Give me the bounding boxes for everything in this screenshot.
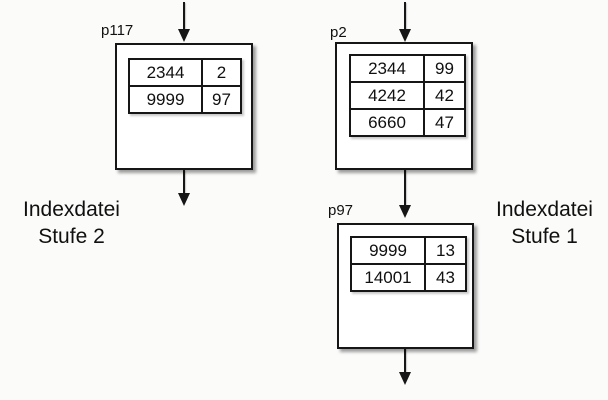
table-cell-pointer: 42 (425, 83, 464, 110)
arrow-into-p2-line (404, 2, 406, 29)
node-label-p2: p2 (330, 24, 347, 41)
arrow-down-icon (399, 372, 411, 385)
table-cell-pointer: 47 (435, 112, 454, 132)
arrow-down-icon (399, 29, 411, 42)
caption-stufe-1: Indexdatei Stufe 1 (484, 196, 605, 250)
table-cell-key: 9999 (352, 238, 426, 265)
index-node-p2: 2344 99 4242 42 6660 47 (335, 42, 473, 170)
key-pointer-table-p2: 2344 99 4242 42 6660 47 (349, 54, 466, 137)
index-node-p117: 2344 2 9999 97 (115, 43, 253, 170)
caption-line: Stufe 2 (38, 225, 105, 248)
arrow-down-icon (399, 205, 411, 218)
key-pointer-table-p117: 2344 2 9999 97 (128, 58, 242, 114)
table-cell-key: 14001 (352, 265, 426, 290)
arrow-p2-to-p97-line (404, 169, 406, 205)
table-cell-pointer: 99 (425, 56, 464, 83)
table-cell-pointer: 2 (203, 60, 240, 87)
caption-line: Indexdatei (496, 198, 593, 221)
caption-line: Indexdatei (23, 198, 120, 221)
table-cell-key: 2344 (351, 56, 425, 83)
table-cell-key: 9999 (130, 87, 203, 112)
node-label-p97: p97 (328, 202, 354, 219)
index-node-p97: 9999 13 14001 43 (337, 223, 474, 349)
node-label-p117: p117 (101, 22, 134, 39)
table-cell-pointer: 13 (426, 238, 465, 265)
arrow-into-p117-line (183, 2, 185, 29)
arrow-down-icon (178, 193, 190, 206)
arrow-out-of-p117-line (183, 170, 185, 193)
arrow-down-icon (178, 29, 190, 42)
table-cell-key: 4242 (351, 83, 425, 110)
caption-line: Stufe 1 (511, 225, 578, 248)
table-cell-key: 2344 (130, 60, 203, 87)
table-cell-pointer: 97 (212, 89, 231, 109)
table-cell-pointer: 43 (436, 267, 455, 287)
arrow-out-of-p97-line (404, 348, 406, 372)
caption-stufe-2: Indexdatei Stufe 2 (0, 196, 143, 250)
key-pointer-table-p97: 9999 13 14001 43 (350, 236, 467, 292)
table-cell-key: 6660 (351, 110, 425, 135)
